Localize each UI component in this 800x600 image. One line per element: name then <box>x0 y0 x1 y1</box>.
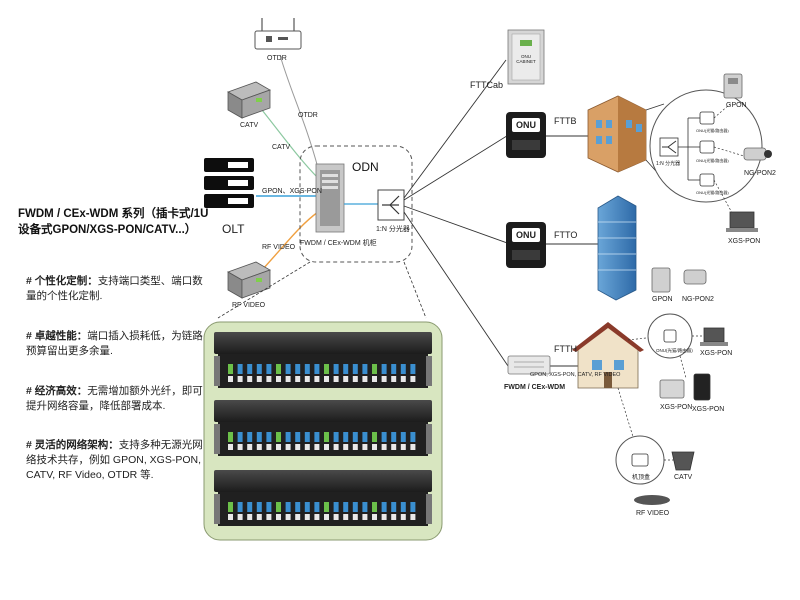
olt-label: OLT <box>222 222 245 236</box>
wdm-cabinet <box>315 163 345 233</box>
ftth-xgspon-label-c: XGS-PON <box>692 406 725 413</box>
olt-device <box>204 158 254 208</box>
feature-head: # 卓越性能： <box>26 330 88 342</box>
feature-head: # 个性化定制： <box>26 275 98 287</box>
feature-architecture: # 灵活的网络架构：支持多种无源光网络技术共存，例如 GPON, XGS-PON… <box>26 438 208 483</box>
gpon-link-label: GPON、XGS-PON <box>262 188 322 195</box>
wdm-cabinet-label: FWDM / CEx-WDM 机柜 <box>300 240 377 247</box>
ftth-xgspon-printer <box>659 379 685 399</box>
feature-body: 支持多种无源光网络技术共存，例如 GPON, XGS-PON, CATV, RF… <box>26 439 203 481</box>
rack-unit <box>214 400 432 456</box>
fttcab-label: FTTCab <box>470 80 504 90</box>
branch-links <box>403 59 598 367</box>
ftth-label: FTTH <box>554 344 577 354</box>
onu-fttb-text: ONU <box>516 120 536 130</box>
otdr-link <box>279 54 319 169</box>
fttb-building <box>587 95 647 173</box>
splitter-label: 1:N 分光器 <box>376 226 410 233</box>
fttb-label: FTTB <box>554 116 577 126</box>
feature-body: 端口插入损耗低，为链路预算留出更多余量. <box>26 330 203 357</box>
fttb-gpon-label: GPON <box>726 102 747 109</box>
feature-customization: # 个性化定制：支持端口类型、端口数量的个性化定制. <box>26 274 208 304</box>
feature-cost: # 经济高效：无需增加额外光纤，即可提升网络容量，降低部署成本. <box>26 384 208 414</box>
fttb-gpon-phone <box>723 73 743 99</box>
ftth-wdm-label: FWDM / CEx-WDM <box>504 384 566 391</box>
ftth-link-label: GPON, XGS-PON, CATV, RF VIDEO <box>530 372 621 378</box>
page-title: FWDM / CEx-WDM 系列（插卡式/1U设备式GPON/XGS-PON/… <box>18 208 209 236</box>
ftth-xgspon-label-b: XGS-PON <box>660 404 693 411</box>
fttb-xgspon-label: XGS-PON <box>728 238 761 245</box>
rf-video-link <box>261 211 319 271</box>
rf-video-label: RF VIDEO <box>232 302 266 309</box>
ftth-house <box>572 322 644 389</box>
fttb-onu-label-1: ONU(光猫/路由器) <box>696 128 729 133</box>
otdr-link-label: OTDR <box>298 112 318 119</box>
ftth-xgspon-label-a: XGS-PON <box>700 350 733 357</box>
rack-units <box>214 332 432 526</box>
feature-performance: # 卓越性能：端口插入损耗低，为链路预算留出更多余量. <box>26 329 208 359</box>
rf-link-label: RF VIDEO <box>262 244 296 251</box>
otdr-label: OTDR <box>267 55 287 62</box>
fttb-xgspon-laptop <box>726 211 758 232</box>
ftth-catv-tv <box>671 451 695 471</box>
feature-head: # 经济高效： <box>26 385 88 397</box>
fttb-detail-circle <box>645 89 763 221</box>
fttb-splitter-label: 1:N 分光器 <box>656 161 681 167</box>
ftth-xgspon-laptop <box>700 327 728 346</box>
otdr-device <box>254 18 302 50</box>
feature-head: # 灵活的网络架构： <box>26 439 119 451</box>
rf-video-device <box>227 261 271 299</box>
ftto-building <box>597 195 637 301</box>
ftth-catv-label: CATV <box>674 474 693 481</box>
ftth-stb-label: 机顶盒 <box>632 475 651 481</box>
ftth-gpon-phone <box>651 267 671 293</box>
catv-device <box>227 81 271 119</box>
cabinet-text: ONU CABINET <box>516 54 536 64</box>
fttb-ngpon2-label: NG-PON2 <box>744 170 776 177</box>
odn-box <box>299 145 413 263</box>
ftth-wdm-box <box>507 355 551 375</box>
catv-link-label: CATV <box>272 144 291 151</box>
catv-link <box>261 109 319 179</box>
ftth-onu-label: ONU(光猫/路由器) <box>656 348 693 353</box>
source-links <box>256 54 319 271</box>
fttb-onu-label-2: ONU(光猫/路由器) <box>696 158 729 163</box>
feature-body: 支持端口类型、端口数量的个性化定制. <box>26 275 203 302</box>
feature-body: 无需增加额外光纤，即可提升网络容量，降低部署成本. <box>26 385 203 412</box>
fttb-ngpon2-camera <box>743 147 772 161</box>
fttb-onu-label-3: ONU(光猫/路由器) <box>696 190 729 195</box>
onu-ftto <box>506 222 546 268</box>
onu-fttb <box>506 112 546 158</box>
ftth-gpon-label: GPON <box>652 296 673 303</box>
odn-title: ODN <box>352 160 379 174</box>
rack-unit <box>214 470 432 526</box>
catv-label: CATV <box>240 122 259 129</box>
ftth-detail <box>615 313 704 485</box>
splitter-symbol <box>377 189 405 221</box>
ftth-ngpon2-label: NG-PON2 <box>682 296 714 303</box>
onu-ftto-text: ONU <box>516 230 536 240</box>
rack-unit <box>214 332 432 388</box>
fttcab-cabinet <box>507 29 545 85</box>
ftth-rfvideo-device <box>634 495 670 505</box>
ftto-label: FTTO <box>554 230 578 240</box>
ftth-xgspon-tablet <box>693 373 711 401</box>
ftth-ngpon2-camera <box>683 269 707 285</box>
ftth-rfvideo-label: RF VIDEO <box>636 510 670 517</box>
